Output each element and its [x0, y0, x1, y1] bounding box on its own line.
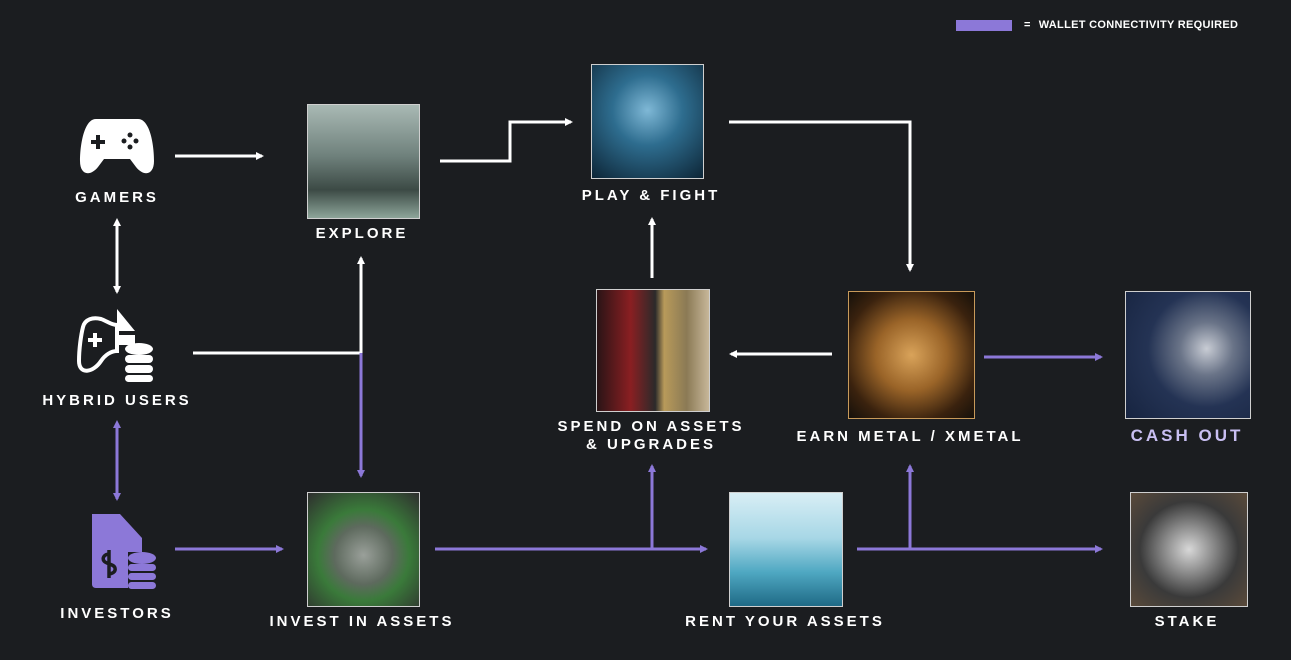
legend-swatch: [956, 19, 1012, 31]
label-play-fight: PLAY & FIGHT: [581, 187, 721, 204]
earn-metal-image: [848, 291, 975, 419]
cash-out-image: [1125, 291, 1251, 419]
label-hybrid-users: HYBRID USERS: [42, 392, 192, 409]
label-explore: EXPLORE: [315, 225, 409, 242]
legend-text: WALLET CONNECTIVITY REQUIRED: [1038, 19, 1239, 31]
label-spend-1: SPEND ON ASSETS: [557, 418, 745, 435]
label-cash-out: CASH OUT: [1130, 426, 1244, 445]
label-investors: INVESTORS: [60, 605, 174, 622]
stake-image: [1130, 492, 1248, 607]
arrow-play-earn: [729, 120, 914, 272]
label-stake: STAKE: [1154, 613, 1220, 630]
hybrid-gamepad-coins-icon: [76, 309, 153, 382]
spend-assets-image: [596, 289, 710, 412]
gamepad-icon: [80, 119, 154, 174]
play-fight-image: [591, 64, 704, 179]
label-invest-assets: INVEST IN ASSETS: [269, 613, 455, 630]
explore-image: [307, 104, 420, 219]
label-spend-2: & UPGRADES: [585, 436, 717, 453]
rent-assets-image: [729, 492, 843, 607]
legend-equals: =: [1024, 19, 1031, 31]
investor-document-coins-icon: [92, 514, 156, 589]
invest-assets-image: [307, 492, 420, 607]
legend: = WALLET CONNECTIVITY REQUIRED: [956, 19, 1238, 31]
label-earn-metal: EARN METAL / XMETAL: [796, 428, 1024, 445]
arrow-hybrid-explore: [193, 256, 365, 355]
label-rent-assets: RENT YOUR ASSETS: [685, 613, 885, 630]
arrow-explore-play: [440, 118, 573, 163]
label-gamers: GAMERS: [75, 189, 159, 206]
